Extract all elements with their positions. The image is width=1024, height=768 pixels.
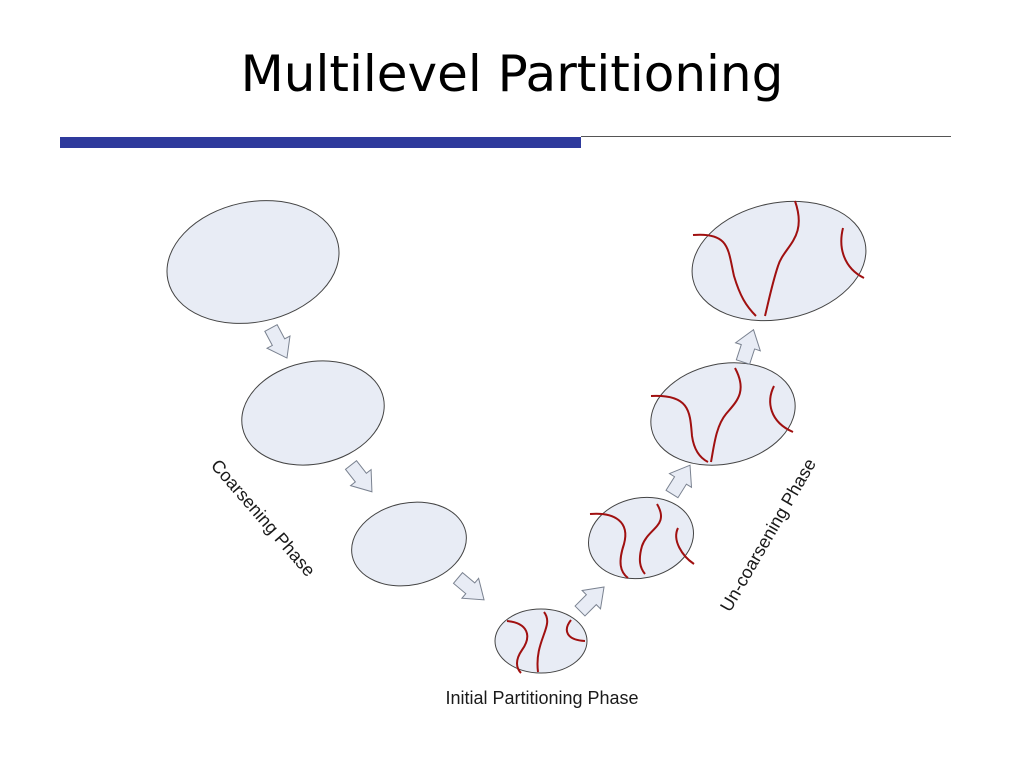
partition-cut-line <box>675 527 695 565</box>
coarse-graph-level-2 <box>241 360 385 466</box>
arrow-down-icon <box>259 321 299 365</box>
coarse-graph-level-1 <box>166 200 340 324</box>
uncoarse-graph-level-1 <box>691 200 867 322</box>
title-thin-rule <box>581 136 951 137</box>
initial-partition-graph <box>494 608 588 674</box>
partition-cut-line <box>769 385 794 433</box>
partition-cut-line <box>692 233 757 317</box>
title-accent-bar <box>60 137 581 148</box>
partition-cut-line <box>506 620 529 674</box>
arrow-up-icon <box>660 457 702 502</box>
coarsening-phase-label: Coarsening Phase <box>207 456 319 581</box>
arrow-up-icon <box>730 325 767 367</box>
partition-cut-line <box>565 619 586 642</box>
partition-cut-line <box>650 394 709 463</box>
partition-cut-line <box>764 200 800 317</box>
coarse-graph-level-3 <box>351 501 467 587</box>
arrow-up-icon <box>570 577 614 621</box>
uncoarsening-phase-label: Un-coarsening Phase <box>716 455 820 615</box>
partition-cut-line <box>536 611 549 673</box>
partition-cut-line <box>589 512 629 579</box>
uncoarse-graph-level-3 <box>587 496 695 580</box>
uncoarse-graph-level-2 <box>650 362 796 466</box>
partition-cut-line <box>840 227 865 279</box>
arrow-down-icon <box>340 456 383 501</box>
arrow-down-icon <box>449 567 493 611</box>
partition-cut-line <box>638 503 663 575</box>
slide-title: Multilevel Partitioning <box>240 45 784 103</box>
partition-cut-line <box>710 367 742 463</box>
initial-partitioning-phase-label: Initial Partitioning Phase <box>445 688 638 708</box>
